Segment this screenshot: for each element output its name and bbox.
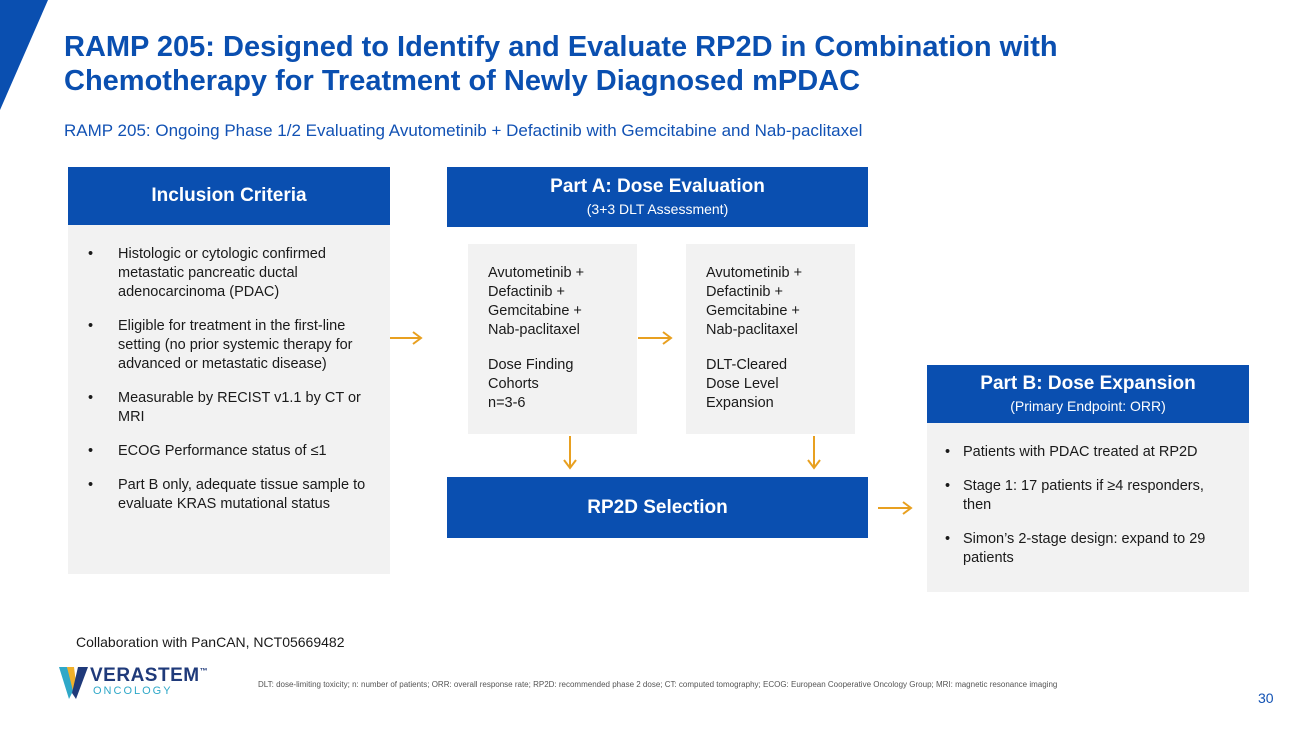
arrow-right-icon — [390, 331, 423, 345]
cohort1-regimen-line: Gemcitabine + — [488, 303, 582, 319]
cohort-dose-finding-box: Avutometinib + Defactinib + Gemcitabine … — [468, 244, 637, 434]
inclusion-item-recist: Measurable by RECIST v1.1 by CT or MRI — [88, 389, 372, 427]
cohort1-regimen-line: Avutometinib + — [488, 265, 585, 281]
arrow-right-icon — [638, 331, 673, 345]
collaboration-note: Collaboration with PanCAN, NCT05669482 — [76, 634, 345, 650]
part-b-item-stage1: Stage 1: 17 patients if ≥4 responders, t… — [945, 477, 1235, 515]
cohort-dose-finding-text: Avutometinib + Defactinib + Gemcitabine … — [488, 264, 629, 413]
cohort-dlt-cleared-text: Avutometinib + Defactinib + Gemcitabine … — [706, 264, 847, 413]
part-b-item-simon: Simon’s 2-stage design: expand to 29 pat… — [945, 530, 1235, 568]
cohort2-detail-line: DLT-Cleared — [706, 357, 788, 373]
cohort2-regimen-line: Gemcitabine + — [706, 303, 800, 319]
cohort1-detail-line: Cohorts — [488, 376, 539, 392]
part-a-header: Part A: Dose Evaluation (3+3 DLT Assessm… — [447, 167, 868, 227]
cohort2-regimen-line: Nab-paclitaxel — [706, 322, 798, 338]
slide-subtitle: RAMP 205: Ongoing Phase 1/2 Evaluating A… — [64, 121, 863, 140]
cohort2-detail-line: Dose Level — [706, 376, 779, 392]
cohort1-regimen-line: Defactinib + — [488, 284, 565, 300]
cohort1-detail-line: n=3-6 — [488, 395, 526, 411]
cohort1-regimen-line: Nab-paclitaxel — [488, 322, 580, 338]
cohort2-regimen-line: Defactinib + — [706, 284, 783, 300]
corner-stripe-decoration — [0, 0, 48, 110]
cohort1-detail-line: Dose Finding — [488, 357, 574, 373]
part-b-list: Patients with PDAC treated at RP2D Stage… — [945, 443, 1235, 568]
logo-wordmark: VERASTEM™ — [90, 665, 209, 686]
inclusion-criteria-list: Histologic or cytologic confirmed metast… — [88, 245, 372, 514]
slide-title: RAMP 205: Designed to Identify and Evalu… — [64, 31, 1058, 97]
inclusion-criteria-header: Inclusion Criteria — [68, 167, 390, 225]
cohort2-detail-line: Expansion — [706, 395, 774, 411]
verastem-v-icon — [59, 667, 88, 699]
inclusion-item-first-line: Eligible for treatment in the first-line… — [88, 317, 372, 374]
inclusion-item-ecog: ECOG Performance status of ≤1 — [88, 442, 372, 461]
part-b-item-patients: Patients with PDAC treated at RP2D — [945, 443, 1235, 462]
verastem-logo: VERASTEM™ ONCOLOGY — [58, 663, 218, 703]
part-b-header: Part B: Dose Expansion (Primary Endpoint… — [927, 365, 1249, 423]
inclusion-item-histology: Histologic or cytologic confirmed metast… — [88, 245, 372, 302]
part-a-subtitle: (3+3 DLT Assessment) — [586, 201, 729, 217]
arrow-right-icon — [878, 501, 913, 515]
part-b-title: Part B: Dose Expansion — [980, 373, 1196, 394]
part-b-subtitle: (Primary Endpoint: ORR) — [1010, 398, 1166, 414]
rp2d-selection-box: RP2D Selection — [447, 477, 868, 538]
cohort-dlt-cleared-box: Avutometinib + Defactinib + Gemcitabine … — [686, 244, 855, 434]
abbreviations-footnote: DLT: dose-limiting toxicity; n: number o… — [258, 680, 1058, 689]
inclusion-criteria-title: Inclusion Criteria — [151, 185, 307, 206]
cohort2-regimen-line: Avutometinib + — [706, 265, 803, 281]
arrow-down-icon — [807, 436, 821, 470]
inclusion-item-kras: Part B only, adequate tissue sample to e… — [88, 476, 372, 514]
logo-subtitle: ONCOLOGY — [93, 685, 173, 697]
part-b-panel: Patients with PDAC treated at RP2D Stage… — [927, 423, 1249, 592]
inclusion-criteria-panel: Histologic or cytologic confirmed metast… — [68, 225, 390, 574]
arrow-down-icon — [563, 436, 577, 470]
part-a-title: Part A: Dose Evaluation — [550, 176, 765, 197]
rp2d-selection-label: RP2D Selection — [587, 496, 728, 518]
page-number: 30 — [1258, 690, 1274, 706]
